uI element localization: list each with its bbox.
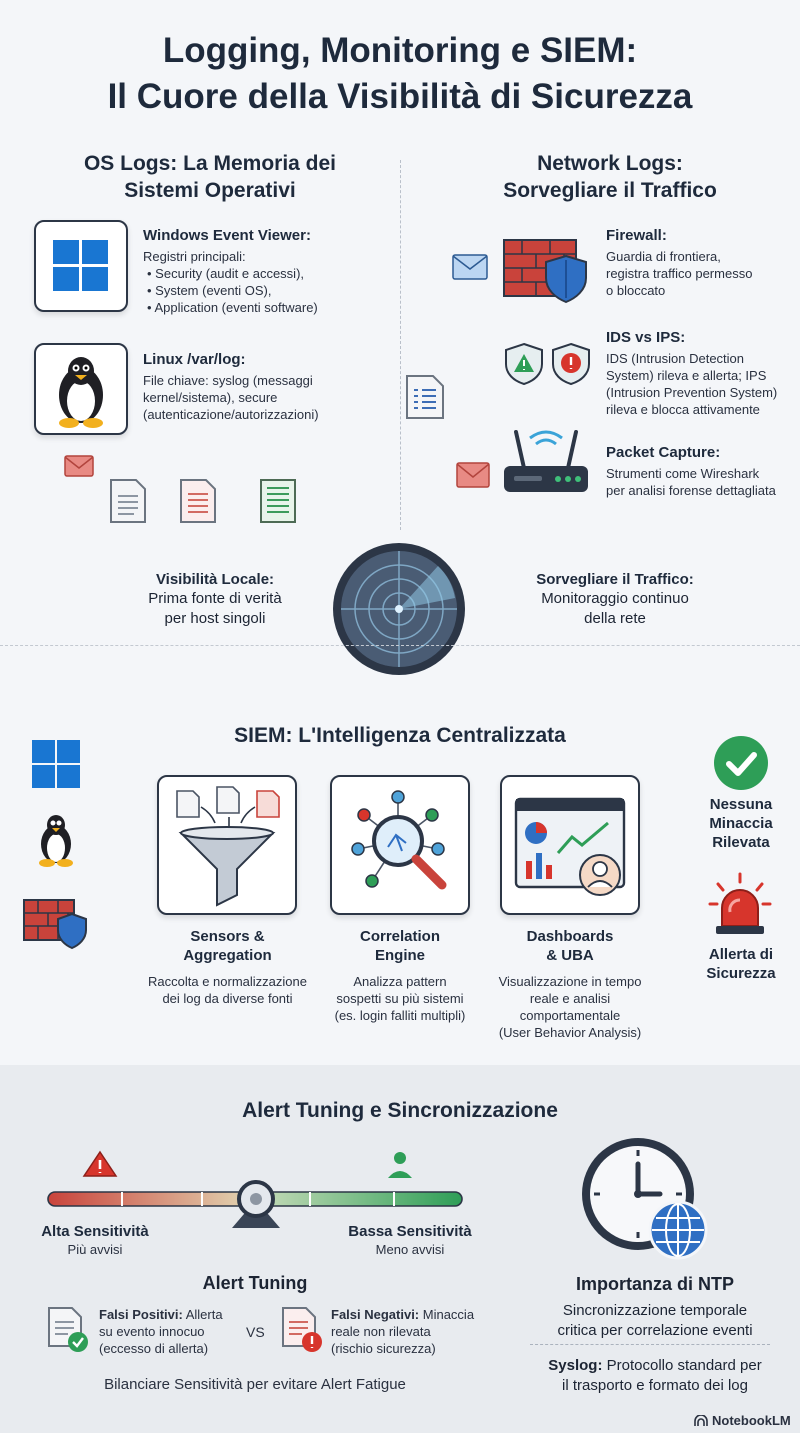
ids-ips-block: IDS vs IPS: IDS (Intrusion Detection Sys…: [606, 328, 796, 418]
notebooklm-watermark: NotebookLM: [694, 1413, 791, 1428]
vs-label: VS: [246, 1324, 265, 1340]
ids-ips-title: IDS vs IPS:: [606, 329, 686, 346]
tuning-heading: Alert Tuning e Sincronizzazione: [242, 1099, 558, 1122]
firewall-icon: [503, 239, 587, 304]
list-item: System (eventi OS),: [147, 282, 393, 299]
document-icon: [260, 479, 296, 523]
penguin-icon: [59, 357, 103, 428]
alarm-siren-icon: [708, 872, 772, 934]
firewall-title: Firewall:: [606, 227, 667, 244]
windows-title: Windows Event Viewer:: [143, 227, 311, 244]
dashboard-user-icon: [514, 797, 626, 896]
false-negatives-block: Falsi Negativi: Minaccia reale non rilev…: [331, 1307, 475, 1356]
windows-tile: [34, 220, 128, 312]
sensitivity-seesaw: [47, 1150, 463, 1228]
penguin-icon: [39, 815, 73, 867]
document-icon: [180, 479, 216, 523]
correlation-engine-tile: [330, 775, 470, 915]
alert-tuning-subheading: Alert Tuning: [202, 1273, 308, 1293]
firewall-block: Firewall: Guardia di frontiera, registra…: [606, 226, 796, 299]
document-check-icon: [48, 1307, 88, 1352]
network-logs-heading: Network Logs: Sorvegliare il Traffico: [503, 152, 717, 202]
ntp-divider: [530, 1344, 770, 1345]
linux-var-log-block: Linux /var/log: File chiave: syslog (mes…: [143, 350, 393, 423]
sensors-caption: Sensors & Aggregation Raccolta e normali…: [148, 928, 307, 1006]
list-item: Security (audit e accessi),: [147, 265, 393, 282]
high-sensitivity-label: Alta Sensitività Più avvisi: [41, 1223, 149, 1257]
ntp-block: Importanza di NTP Sincronizzazione tempo…: [557, 1274, 753, 1339]
balance-note: Bilanciare Sensitività per evitare Alert…: [104, 1376, 406, 1393]
envelope-icon: [64, 455, 94, 477]
windows-list: Security (audit e accessi), System (even…: [143, 265, 393, 316]
user-icon: [394, 1152, 406, 1164]
dashboards-caption: Dashboards & UBA Visualizzazione in temp…: [498, 928, 642, 1040]
check-circle-icon: [714, 736, 768, 790]
document-alert-icon: [282, 1307, 322, 1352]
windows-event-viewer-block: Windows Event Viewer: Registri principal…: [143, 226, 393, 316]
ips-block-shield-icon: [552, 342, 590, 386]
syslog-block: Syslog: Protocollo standard per il trasp…: [548, 1357, 762, 1394]
no-threat-label: Nessuna Minaccia Rilevata: [709, 796, 773, 851]
envelope-icon: [456, 462, 490, 488]
os-logs-heading: OS Logs: La Memoria dei Sistemi Operativ…: [83, 152, 337, 202]
clock-globe-icon: [582, 1138, 708, 1260]
router-icon: [504, 430, 588, 492]
document-icon: [110, 479, 146, 523]
traffic-caption: Sorvegliare il Traffico: Monitoraggio co…: [536, 571, 694, 627]
magnifier-network-icon: [351, 790, 447, 890]
false-positives-block: Falsi Positivi: Allerta su evento innocu…: [99, 1307, 223, 1356]
notebooklm-logo-icon: [694, 1414, 708, 1426]
document-icon: [406, 375, 444, 419]
horizontal-divider: [0, 645, 800, 646]
envelope-icon: [452, 254, 488, 280]
linux-tile: [34, 343, 128, 435]
linux-title: Linux /var/log:: [143, 351, 246, 368]
windows-intro: Registri principali:: [143, 249, 246, 264]
dashboards-uba-tile: [500, 775, 640, 915]
siem-heading: SIEM: L'Intelligenza Centralizzata: [234, 724, 566, 747]
radar-icon: [333, 543, 465, 675]
low-sensitivity-label: Bassa Sensitività Meno avvisi: [348, 1223, 472, 1257]
vertical-divider: [400, 160, 401, 530]
list-item: Application (eventi software): [147, 299, 393, 316]
sensors-aggregation-tile: [157, 775, 297, 915]
firewall-icon: [23, 899, 87, 950]
windows-icon: [32, 740, 80, 788]
local-visibility-caption: Visibilità Locale: Prima fonte di verità…: [148, 571, 282, 627]
packet-capture-block: Packet Capture: Strumenti come Wireshark…: [606, 443, 800, 499]
page-title: Logging, Monitoring e SIEM: Il Cuore del…: [107, 31, 693, 116]
ids-warning-shield-icon: [505, 342, 543, 386]
funnel-icon: [176, 786, 280, 907]
correlation-caption: Correlation Engine Analizza pattern sosp…: [334, 928, 466, 1023]
security-alert-label: Allerta di Sicurezza: [706, 946, 776, 982]
windows-icon: [53, 240, 108, 291]
capture-title: Packet Capture:: [606, 444, 721, 461]
